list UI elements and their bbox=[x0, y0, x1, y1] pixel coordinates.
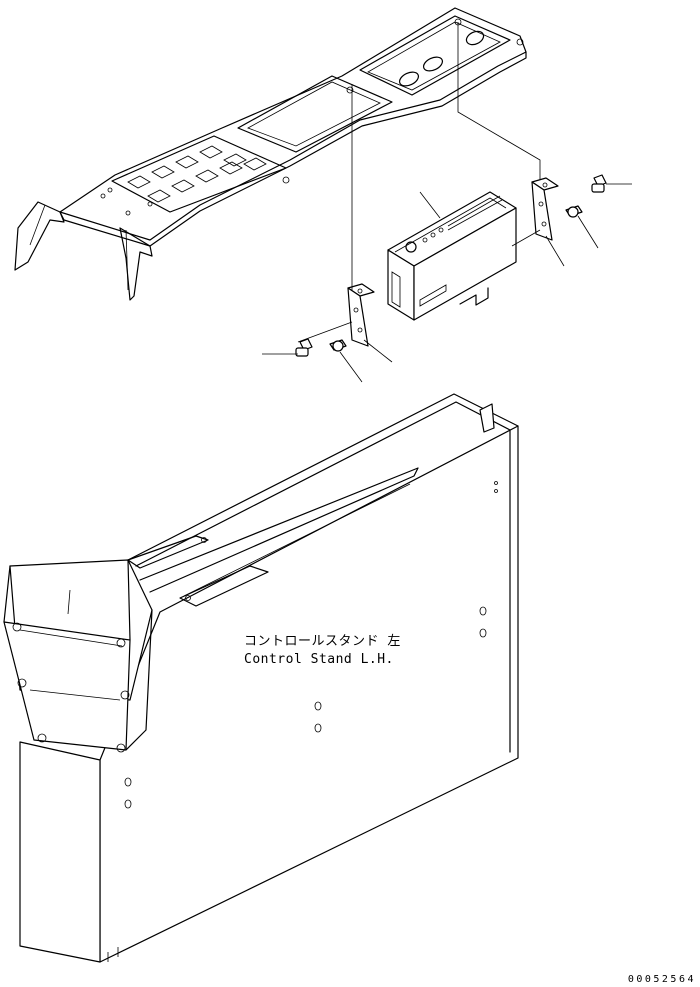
control-stand-housing bbox=[3, 393, 519, 963]
stand-label-japanese: コントロールスタンド 左 bbox=[244, 634, 401, 649]
controller-unit bbox=[387, 191, 517, 321]
mounting-bracket-right bbox=[531, 177, 559, 241]
stand-label-english: Control Stand L.H. bbox=[244, 652, 394, 667]
bolt-icons bbox=[295, 174, 607, 357]
console-cover-plate bbox=[14, 7, 527, 301]
leader-lines bbox=[262, 22, 632, 383]
drawing-number: 00052564 bbox=[627, 974, 696, 985]
switch-buttons bbox=[127, 145, 267, 203]
mounting-bracket-left bbox=[347, 283, 375, 347]
